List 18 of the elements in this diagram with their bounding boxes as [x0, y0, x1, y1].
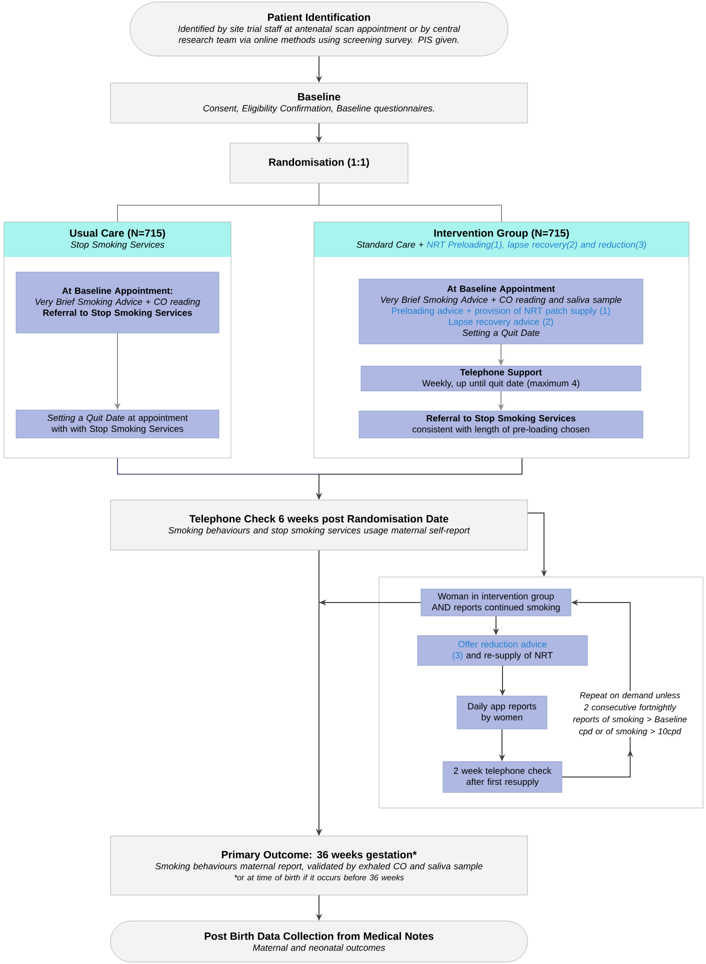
process-box: Baseline Consent, Eligibility Confirmation, Baseline questionnaires.: [110, 82, 528, 124]
step-box: 2 week telephone check after first resupply: [442, 761, 562, 793]
step-box: Setting a Quit Date at appointment with with Stop Smoking Services: [16, 410, 220, 438]
frame-box: [378, 576, 704, 808]
process-box: Telephone Check 6 weeks post Randomisation Date Smoking behaviours and stop smoking services usage maternal self-report: [110, 500, 528, 550]
step-box: Daily app reports by women: [456, 696, 548, 730]
terminal-box: Post Birth Data Collection from Medical Notes Maternal and neonatal outcomes: [110, 920, 528, 962]
edge-label: Repeat on demand unless 2 consecutive fortnightly reports of smoking > Baseline cpd or of smoking > 10cpd: [570, 691, 690, 737]
process-box: Randomisation (1:1): [230, 142, 408, 184]
step-box: Offer reduction advice (3) and re-supply of NRT: [417, 635, 588, 666]
step-box: Referral to Stop Smoking Services consistent with length of pre-loading chosen: [358, 410, 644, 438]
terminal-box: Patient Identification Identified by site trial staff at antenatal scan appointment or by central research team via online methods using screening survey. PIS given.: [130, 2, 508, 56]
step-box: At Baseline Appointment: Very Brief Smoking Advice + CO reading Referral to Stop Smoking Services: [16, 272, 220, 334]
connector-line: [318, 182, 502, 222]
step-box: Telephone Support Weekly, up until quit date (maximum 4): [360, 366, 642, 392]
step-box: Woman in intervention group AND reports continued smoking: [420, 588, 572, 616]
process-box: Primary Outcome: 36 weeks gestation* Smoking behaviours maternal report, validated by exhaled CO and saliva sample *or at time of birth if it occurs before 36 weeks: [110, 836, 528, 896]
step-box: At Baseline Appointment Very Brief Smoking Advice + CO reading and saliva sample Preloading advice + provision of NRT patch supply (1) Lapse recovery advice (2) Setting a Quit Date: [358, 278, 644, 344]
